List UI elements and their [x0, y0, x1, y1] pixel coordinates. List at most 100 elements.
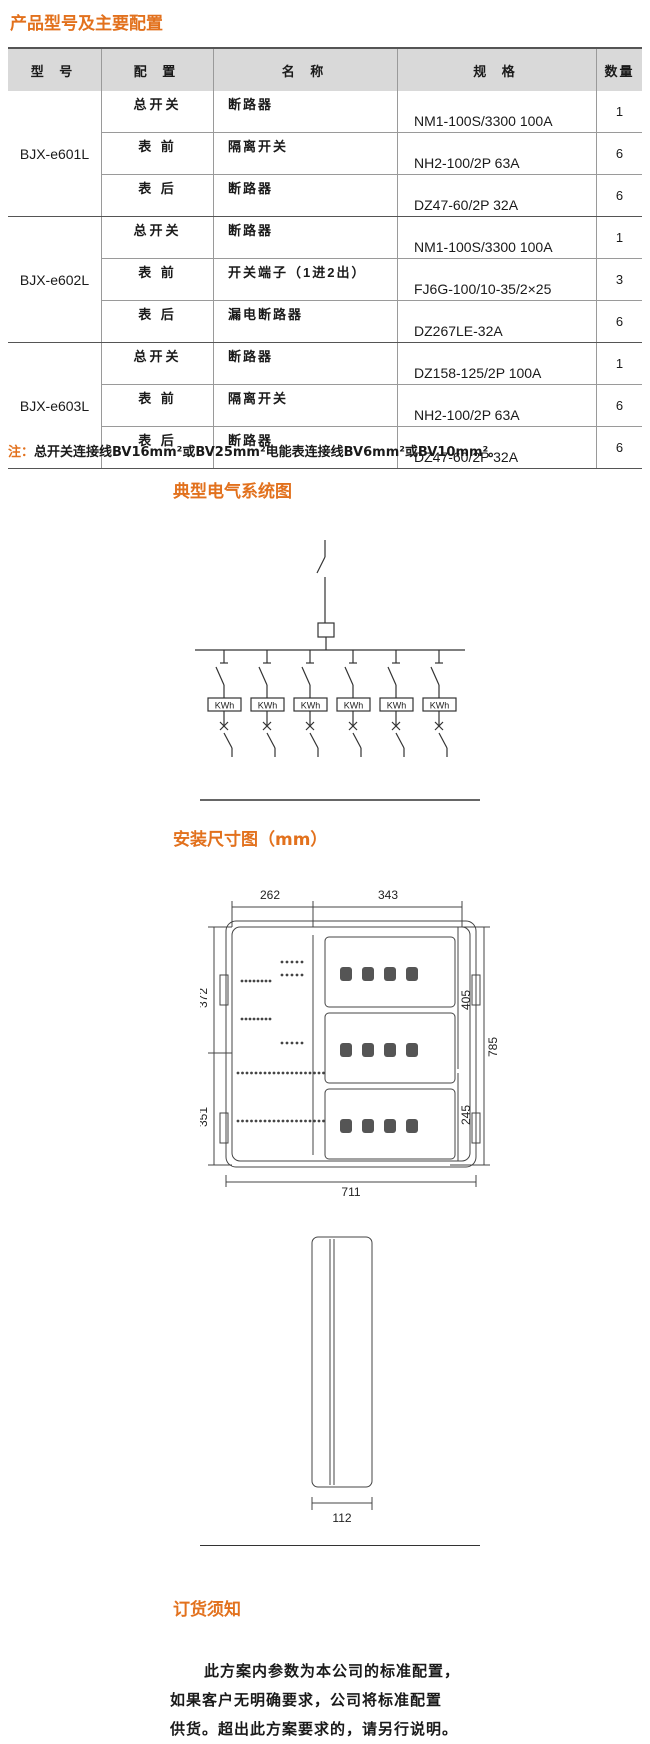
terminal-dot	[245, 1119, 249, 1123]
terminal-dot	[290, 973, 294, 977]
config-cell: 表 后	[101, 426, 214, 469]
name-cell: 断路器	[213, 91, 398, 133]
terminal-dot	[313, 1071, 316, 1075]
terminal-dot	[259, 1119, 262, 1123]
spec-cell: NH2-100/2P 63A	[397, 384, 597, 427]
note-label: 注：	[8, 445, 35, 460]
terminal-dot	[252, 1017, 256, 1021]
config-cell: 总开关	[101, 91, 214, 133]
table-row: 表 前 隔离开关 NH2-100/2P 63A 6	[8, 132, 642, 175]
terminal-dot	[244, 979, 248, 983]
terminal-dot	[250, 1119, 253, 1123]
terminal-dot	[286, 1071, 289, 1075]
terminal-dot	[244, 1017, 248, 1021]
terminal-dot	[280, 973, 284, 977]
header-spec: 规 格	[397, 47, 597, 91]
meter-window	[362, 967, 374, 981]
spec-cell: DZ47-60/2P 32A	[397, 426, 597, 469]
qty-cell: 3	[596, 258, 642, 301]
name-cell: 隔离开关	[213, 132, 398, 175]
table-header-row: 型 号 配 置 名 称 规 格 数量	[8, 47, 642, 91]
terminal-dots	[236, 960, 325, 1123]
terminal-dot	[295, 1041, 299, 1045]
terminal-dot	[264, 979, 268, 983]
terminal-dot	[263, 1119, 267, 1123]
terminal-dot	[317, 1119, 321, 1123]
table-row: 表 前 开关端子（1进2出） FJ6G-100/10-35/2×25 3	[8, 258, 642, 301]
meter-window	[384, 1119, 396, 1133]
meter-window	[362, 1043, 374, 1057]
name-cell: 漏电断路器	[213, 300, 398, 343]
order-line-2: 如果客户无明确要求，公司将标准配置	[170, 1691, 443, 1709]
header-model: 型 号	[8, 47, 102, 91]
table-row: 表 前 隔离开关 NH2-100/2P 63A 6	[8, 384, 642, 427]
terminal-dot	[254, 1071, 258, 1075]
terminal-dot	[277, 1119, 280, 1123]
terminal-dot	[285, 960, 289, 964]
terminal-dot	[308, 1119, 312, 1123]
spec-cell: DZ47-60/2P 32A	[397, 174, 597, 217]
name-cell: 断路器	[213, 342, 398, 385]
terminal-dot	[304, 1071, 307, 1075]
table-row: BJX-e602L 总开关 断路器 NM1-100S/3300 100A 1	[8, 216, 642, 343]
terminal-dot	[295, 960, 299, 964]
terminal-dot	[281, 1119, 285, 1123]
terminal-dot	[252, 979, 256, 983]
terminal-dot	[263, 1071, 267, 1075]
meter-windows	[340, 967, 418, 1133]
terminal-dot	[290, 1041, 294, 1045]
terminal-dot	[285, 1041, 289, 1045]
config-cell: 表 后	[101, 300, 214, 343]
meter-window	[340, 1119, 352, 1133]
terminal-dot	[260, 1017, 264, 1021]
terminal-dot	[272, 1119, 276, 1123]
name-cell: 断路器	[213, 426, 398, 469]
meter-label: KWh	[258, 701, 278, 711]
terminal-dot	[322, 1119, 325, 1123]
table-row: 表 后 断路器 DZ47-60/2P 32A 6	[8, 426, 642, 469]
name-cell: 隔离开关	[213, 384, 398, 427]
terminal-dot	[299, 1119, 303, 1123]
spec-cell: DZ267LE-32A	[397, 300, 597, 343]
wiring-note: 注：总开关连接线BV16mm²或BV25mm²电能表连接线BV6mm²或BV10…	[8, 441, 501, 460]
qty-cell: 6	[596, 174, 642, 217]
meter-window	[384, 967, 396, 981]
table-row: 表 后 断路器 DZ47-60/2P 32A 6	[8, 174, 642, 217]
meter-window	[406, 1043, 418, 1057]
spec-cell: NM1-100S/3300 100A	[397, 91, 597, 133]
terminal-dot	[241, 1071, 244, 1075]
terminal-dot	[268, 1017, 272, 1021]
spec-cell: FJ6G-100/10-35/2×25	[397, 258, 597, 301]
dim-top-left: 262	[260, 888, 280, 902]
terminal-dot	[300, 960, 304, 964]
config-cell: 表 前	[101, 384, 214, 427]
terminal-dot	[248, 979, 252, 983]
qty-cell: 6	[596, 426, 642, 469]
spec-cell: NH2-100/2P 63A	[397, 132, 597, 175]
order-title: 订货须知	[173, 1600, 241, 1620]
terminal-dot	[256, 1017, 260, 1021]
terminal-dot	[300, 1041, 304, 1045]
section-divider	[200, 1545, 480, 1546]
meter-label: KWh	[387, 701, 407, 711]
meter-label: KWh	[301, 701, 321, 711]
config-cell: 总开关	[101, 216, 214, 259]
branch-circuit	[293, 650, 328, 757]
terminal-dot	[236, 1119, 240, 1123]
terminal-dot	[268, 979, 272, 983]
model-cell: BJX-e603L	[8, 342, 102, 469]
dim-side-depth: 112	[332, 1511, 351, 1525]
branch-circuit	[207, 650, 242, 757]
dim-top-right: 343	[378, 888, 398, 902]
meter-label: KWh	[215, 701, 235, 711]
config-cell: 表 前	[101, 132, 214, 175]
terminal-dot	[295, 1119, 298, 1123]
terminal-dot	[290, 1071, 294, 1075]
terminal-dot	[272, 1071, 276, 1075]
meter-window	[340, 1043, 352, 1057]
terminal-dot	[317, 1071, 321, 1075]
dimensions-title: 安装尺寸图（mm）	[173, 830, 328, 850]
header-name: 名 称	[213, 47, 398, 91]
system-diagram-title: 典型电气系统图	[173, 482, 292, 502]
meter-window	[384, 1043, 396, 1057]
